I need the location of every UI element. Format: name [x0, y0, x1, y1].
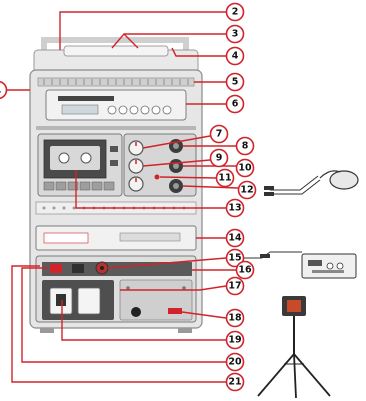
svg-text:6: 6 [232, 99, 239, 110]
separator-bar [36, 126, 196, 130]
svg-text:8: 8 [242, 141, 249, 152]
volume-knobs [128, 140, 144, 192]
callout-21: 21 [225, 372, 245, 392]
svg-text:1: 1 [0, 85, 1, 96]
external-amplifier [238, 251, 357, 279]
svg-text:2: 2 [232, 7, 239, 18]
callout-9: 9 [209, 148, 229, 168]
dc-switch [72, 264, 84, 273]
callout-19: 19 [225, 330, 245, 350]
callout-12: 12 [237, 180, 257, 200]
svg-text:7: 7 [216, 129, 223, 140]
svg-text:15: 15 [228, 253, 241, 264]
callout-4: 4 [225, 46, 245, 66]
svg-text:18: 18 [228, 313, 242, 324]
callout-6: 6 [225, 94, 245, 114]
callout-5: 5 [225, 72, 245, 92]
fuse-core [100, 266, 104, 270]
svg-text:10: 10 [238, 163, 252, 174]
callout-7: 7 [209, 124, 229, 144]
callout-11: 11 [215, 168, 235, 188]
tape-reel-right [80, 152, 92, 164]
power-indicator [154, 174, 160, 180]
speaker-out-jack [131, 307, 141, 317]
mode-switch-2 [110, 160, 118, 166]
tripod-stand [257, 296, 331, 399]
svg-text:5: 5 [232, 77, 239, 88]
microphone-head [329, 170, 359, 190]
leader-lines [6, 11, 239, 383]
cd-display [61, 104, 99, 115]
callout-18: 18 [225, 308, 245, 328]
top-vent-dark [42, 262, 192, 276]
input-jacks [169, 139, 183, 193]
cassette-keys [43, 181, 115, 191]
wired-microphone [264, 170, 359, 196]
callout-17: 17 [225, 276, 245, 296]
ac-socket [56, 294, 66, 306]
callout-16: 16 [235, 260, 255, 280]
cd-buttons [107, 105, 172, 115]
callout-10: 10 [235, 158, 255, 178]
svg-text:16: 16 [238, 265, 252, 276]
callout-3: 3 [225, 24, 245, 44]
power-switch [50, 264, 62, 273]
callout-13: 13 [225, 198, 245, 218]
receiver-label [43, 232, 89, 244]
handle-grip [63, 45, 169, 57]
svg-text:14: 14 [228, 233, 242, 244]
svg-text:3: 3 [232, 29, 239, 40]
tape-reel-left [58, 152, 70, 164]
screw-left [126, 286, 130, 290]
callout-1: 1 [0, 80, 8, 100]
callout-20: 20 [225, 352, 245, 372]
svg-text:17: 17 [228, 281, 241, 292]
svg-text:4: 4 [232, 51, 239, 62]
aux-terminal [168, 308, 182, 314]
callout-15: 15 [225, 248, 245, 268]
svg-text:21: 21 [228, 377, 241, 388]
callout-2: 2 [225, 2, 245, 22]
svg-text:19: 19 [228, 335, 241, 346]
svg-text:9: 9 [216, 153, 223, 164]
foot-left [40, 328, 54, 333]
battery-cell-2 [77, 287, 101, 315]
callout-8: 8 [235, 136, 255, 156]
mid-grille-holes [42, 206, 186, 210]
svg-text:12: 12 [240, 185, 253, 196]
svg-text:20: 20 [228, 357, 242, 368]
cassette-tape [50, 146, 100, 170]
receiver-display [119, 232, 181, 242]
foot-right [178, 328, 192, 333]
svg-text:13: 13 [228, 203, 241, 214]
mode-switch-1 [110, 146, 118, 152]
svg-text:11: 11 [218, 173, 231, 184]
cd-slot [58, 96, 114, 101]
grille-slots [43, 79, 189, 85]
screw-right [182, 286, 186, 290]
callout-14: 14 [225, 228, 245, 248]
pa-unit [29, 37, 203, 333]
